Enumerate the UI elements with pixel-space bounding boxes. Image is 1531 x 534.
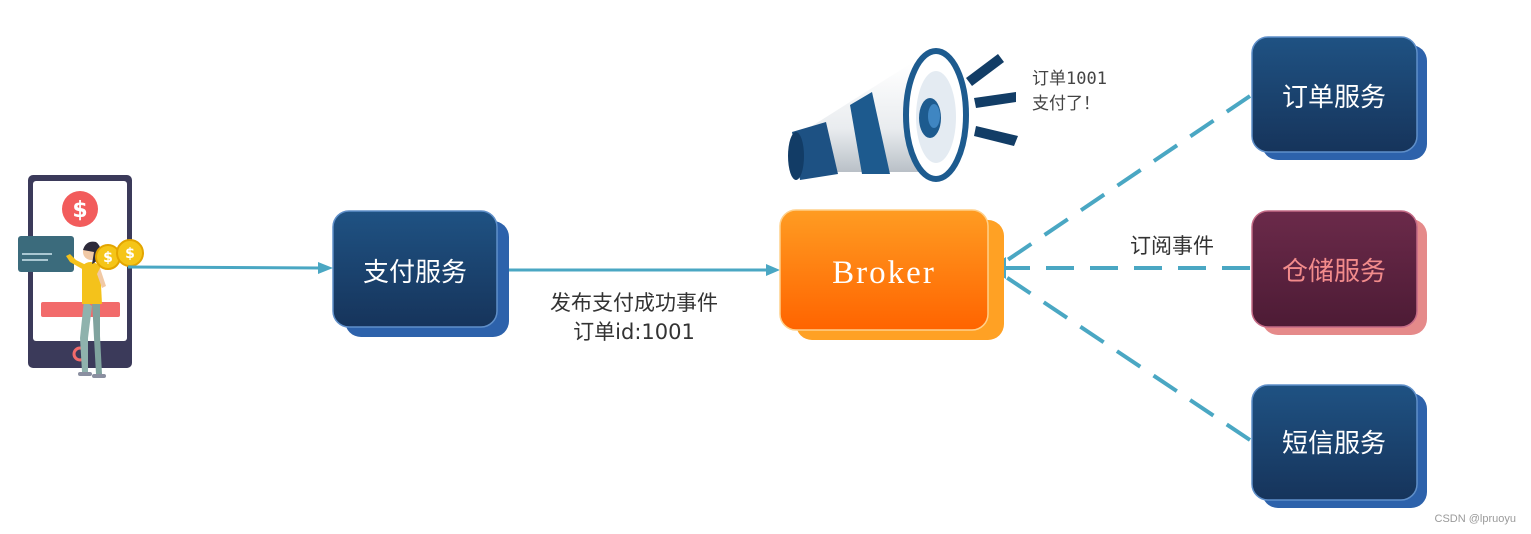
sound-wave: [966, 54, 1004, 86]
sound-wave: [974, 92, 1016, 108]
publish-order-id-label: 订单id:1001: [573, 320, 695, 344]
order-service-node: 订单服务: [1251, 36, 1427, 160]
storage-service-node: 仓储服务: [1251, 210, 1427, 335]
watermark: CSDN @lpruoyu: [1435, 513, 1516, 525]
payment-bar: [41, 302, 120, 317]
broker-node: Broker: [779, 209, 1004, 340]
sms-service-node: 短信服务: [1251, 384, 1427, 508]
announcement-line1: 订单1001: [1032, 69, 1107, 89]
arrow-phone-to-pay-service: [127, 262, 333, 274]
coin-symbol: $: [125, 246, 135, 262]
phone-screen: [33, 181, 127, 341]
coin-icon: $ $: [95, 239, 144, 270]
person-figure: [66, 241, 106, 378]
arrow-pay-service-to-broker: [497, 264, 780, 276]
coin-symbol: $: [103, 250, 113, 266]
dollar-icon: $: [62, 191, 98, 227]
dashed-line-order-to-broker: [1004, 94, 1252, 263]
pay-service-node: 支付服务: [332, 210, 509, 337]
credit-card-icon: [18, 236, 74, 272]
storage-service-label: 仓储服务: [1282, 257, 1386, 287]
pay-service-label: 支付服务: [363, 258, 467, 288]
publish-event-label: 发布支付成功事件: [550, 291, 718, 315]
subscribe-event-label: 订阅事件: [1130, 234, 1214, 258]
dollar-symbol: $: [72, 198, 87, 223]
order-service-label: 订单服务: [1282, 83, 1386, 113]
sms-service-label: 短信服务: [1282, 429, 1386, 459]
phone-payment-illustration: $ $ $: [18, 175, 144, 378]
announcement-line2: 支付了！: [1032, 94, 1100, 114]
megaphone-icon: [788, 48, 1018, 182]
broker-label: Broker: [832, 255, 936, 291]
subscription-lines: [988, 94, 1252, 442]
dashed-line-sms-to-broker: [1004, 275, 1252, 442]
sound-wave: [974, 126, 1018, 146]
